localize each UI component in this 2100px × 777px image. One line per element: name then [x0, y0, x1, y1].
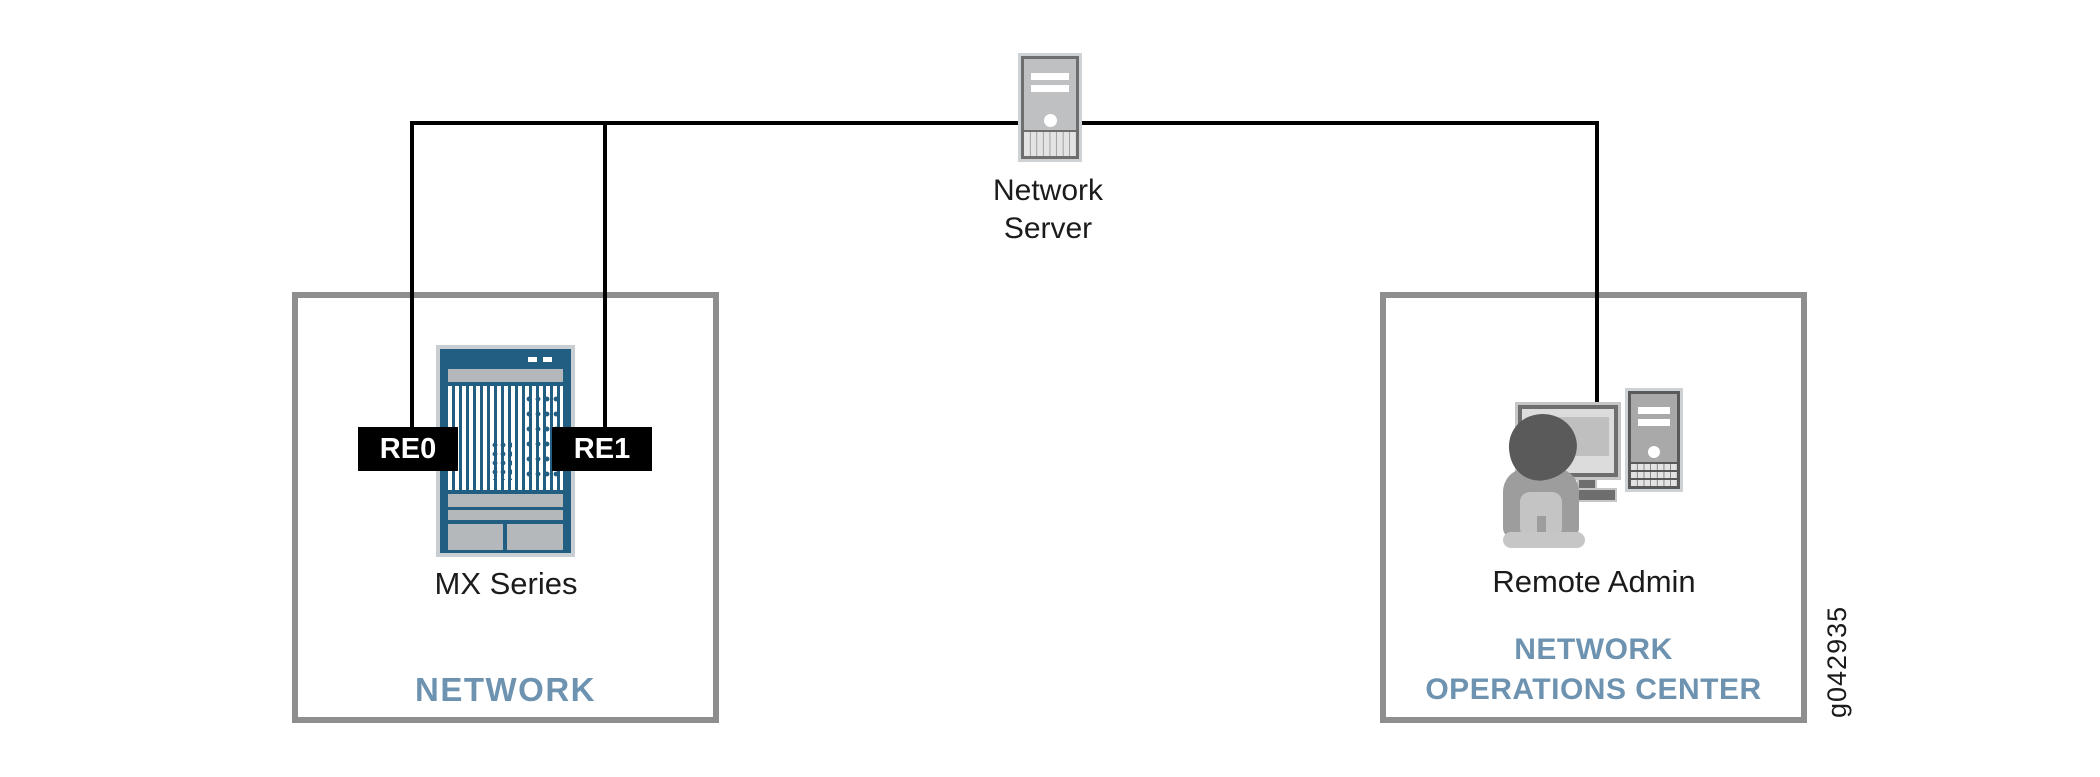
network-box-title: NETWORK	[415, 671, 596, 708]
router-linecard-slots	[448, 386, 563, 490]
person-chair	[1503, 532, 1585, 548]
server-power-button	[1043, 114, 1057, 127]
router-panel-bar	[448, 494, 563, 507]
connection-line-server-to-re0	[410, 121, 414, 427]
server-vent-grid	[1024, 132, 1076, 156]
router-panel-bar	[448, 510, 563, 520]
mx-series-router-icon	[436, 345, 575, 557]
figure-id-label: g042935	[1822, 605, 1852, 718]
server-frame	[1021, 56, 1079, 159]
server-drive-slot	[1031, 85, 1069, 92]
tower-frame	[1628, 391, 1680, 489]
router-led-dash	[543, 357, 552, 362]
remote-admin-icon	[1503, 388, 1683, 548]
person-leg-gap	[1537, 516, 1546, 538]
router-led-dash	[528, 357, 537, 362]
tower-drive-slot	[1638, 419, 1670, 426]
tower-power-button	[1648, 446, 1660, 458]
network-server-label-line2: Server	[1003, 212, 1093, 245]
tower-front-panel	[1631, 394, 1677, 462]
noc-box-title: NETWORK OPERATIONS CENTER	[1380, 630, 1807, 710]
router-top-panel	[448, 369, 563, 382]
remote-admin-label: Remote Admin	[1492, 564, 1696, 599]
router-port-dots	[492, 442, 512, 480]
monitor-stand-foot	[1577, 488, 1617, 502]
connection-line-server-to-noc	[1595, 121, 1599, 410]
router-fan-tray	[448, 524, 503, 550]
workstation-tower-icon	[1625, 388, 1683, 492]
network-server-label: Network Server	[898, 172, 1198, 248]
connection-line-server-to-re1	[603, 121, 607, 427]
mx-series-label: MX Series	[434, 566, 578, 601]
network-server-icon	[1018, 53, 1082, 162]
noc-title-line1: NETWORK	[1514, 633, 1673, 666]
tower-vent-grid	[1631, 464, 1677, 486]
noc-group-box	[1380, 292, 1807, 723]
tower-drive-slot	[1638, 407, 1670, 414]
server-drive-slot	[1031, 73, 1069, 80]
connection-line-trunk	[410, 121, 1599, 125]
network-server-label-line1: Network	[992, 174, 1104, 207]
noc-title-line2: OPERATIONS CENTER	[1425, 673, 1762, 706]
server-front-panel	[1024, 59, 1076, 130]
router-fan-tray	[507, 524, 563, 550]
re1-badge: RE1	[552, 427, 652, 471]
re0-badge: RE0	[358, 427, 458, 471]
